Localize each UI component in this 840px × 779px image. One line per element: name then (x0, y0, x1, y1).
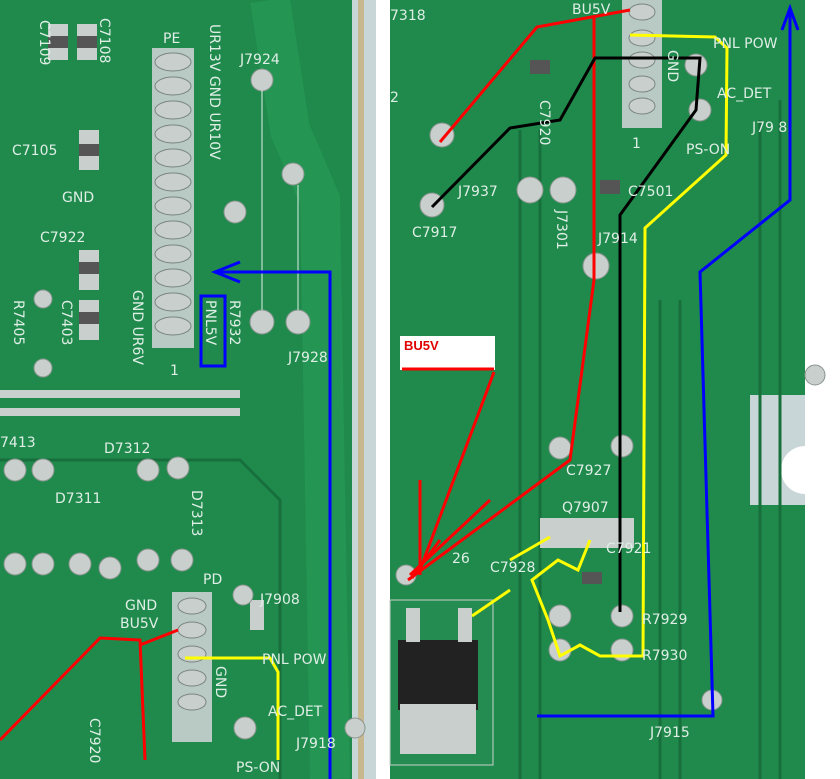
label-j7937: J7937 (457, 184, 498, 200)
label-pd: PD (203, 572, 222, 588)
label-c7109: C7109 (36, 20, 52, 65)
blue-trace-annotation-right (537, 10, 792, 718)
label-c7928: C7928 (490, 560, 535, 576)
label-bu5v-right: BU5V (572, 2, 611, 18)
regulator-ic (398, 640, 478, 710)
yellow-trace-annotation (185, 656, 280, 760)
label-d7413: 7413 (0, 435, 36, 451)
label-gnd-right: GND (664, 50, 680, 82)
label-7318: 7318 (390, 8, 426, 24)
label-r7930: R7930 (642, 648, 687, 664)
label-pin1: 1 (170, 363, 179, 379)
legend-label-bu5v: BU5V (404, 338, 439, 353)
label-c7108: C7108 (96, 18, 112, 63)
right-pcb-panel: BU5V 7318 2 BU5V PNL POW GND AC_DET J79 … (389, 0, 829, 779)
label-gnd: GND (62, 190, 94, 206)
label-2: 2 (390, 90, 399, 106)
label-gnd-ur6v: GND UR6V (129, 290, 145, 365)
legend-box (400, 336, 495, 370)
label-j7924: J7924 (239, 52, 280, 68)
left-pcb-panel: C7109 C7108 PE UR13V GND UR10V J7924 C71… (0, 0, 376, 779)
red-trace-annotation-right (407, 8, 631, 582)
label-pnl-pow-right: PNL POW (713, 36, 778, 52)
label-pin1-right: 1 (632, 136, 641, 152)
pnl5v-highlight-box (199, 294, 227, 368)
arrow-head-icon (210, 260, 241, 284)
label-d7311: D7311 (55, 491, 101, 507)
label-j7915: J7915 (649, 725, 690, 741)
label-c7927: C7927 (566, 463, 611, 479)
label-ac-det: AC_DET (268, 704, 323, 720)
label-j7928: J7928 (287, 350, 328, 366)
label-d7312: D7312 (104, 441, 150, 457)
label-pnl-pow: PNL POW (262, 652, 327, 668)
arrow-up-icon (780, 3, 800, 31)
label-ac-det-right: AC_DET (717, 86, 772, 102)
label-pnl5v: PNL5V (202, 300, 218, 346)
label-c7926: 26 (452, 551, 470, 567)
blue-trace-annotation (215, 270, 332, 779)
label-c7501: C7501 (628, 184, 673, 200)
label-c7920-right: C7920 (536, 100, 552, 145)
label-r7405: R7405 (10, 300, 26, 345)
label-ps-on: PS-ON (236, 760, 280, 776)
label-c7105: C7105 (12, 143, 57, 159)
label-pe: PE (163, 31, 180, 47)
label-c7917: C7917 (412, 225, 457, 241)
label-j7908: J7908 (259, 592, 300, 608)
label-r7932: R7932 (226, 300, 242, 345)
label-q7907: Q7907 (562, 500, 609, 516)
red-trace-annotation (0, 636, 147, 761)
label-c7921: C7921 (606, 541, 651, 557)
label-ps-on-right: PS-ON (686, 142, 730, 158)
label-c7403: C7403 (58, 300, 74, 345)
label-j7918-right: J79 8 (751, 120, 787, 136)
label-d7313: D7313 (188, 490, 204, 536)
label-gnd-3: GND (212, 666, 228, 698)
label-j7918: J7918 (295, 736, 336, 752)
yellow-trace-annotation-right (471, 33, 729, 659)
label-c7920: C7920 (86, 718, 102, 763)
label-c7922: C7922 (40, 230, 85, 246)
connector-pd (172, 592, 212, 742)
q7907-component (540, 518, 634, 548)
label-bu5v: BU5V (120, 616, 159, 632)
label-j7301: J7301 (553, 209, 569, 250)
label-gnd-pd: GND (125, 598, 157, 614)
label-j7914: J7914 (597, 231, 638, 247)
label-r7929: R7929 (642, 612, 687, 628)
label-ur13v-gnd-ur10v: UR13V GND UR10V (206, 24, 222, 160)
black-trace-annotation (430, 56, 702, 612)
